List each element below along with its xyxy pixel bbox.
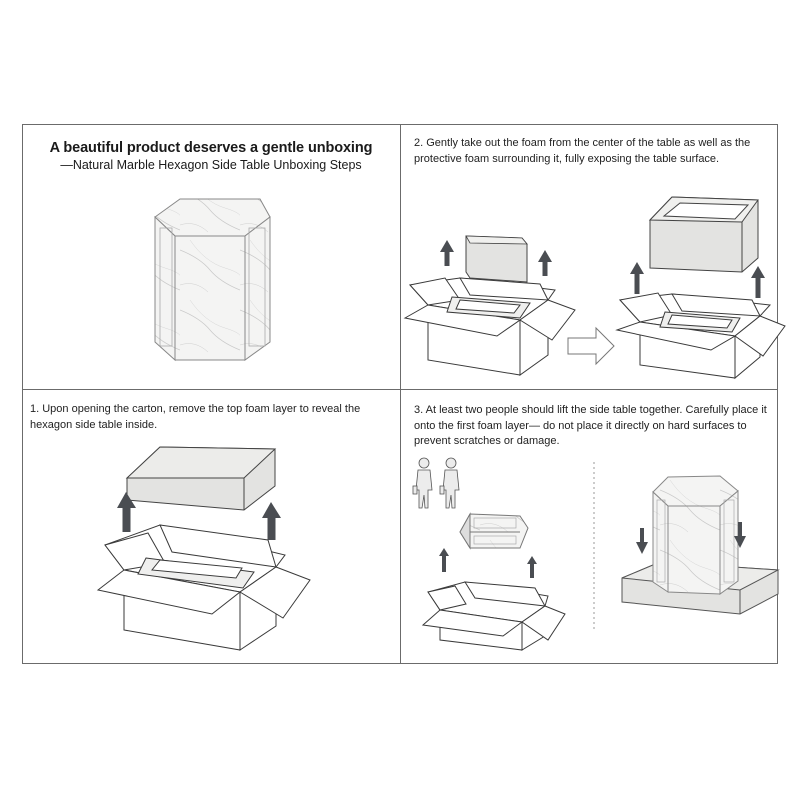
step1-carton-open — [96, 524, 311, 651]
step-3-text: 3. At least two people should lift the s… — [414, 404, 767, 447]
hexagon-table-illustration — [154, 198, 271, 362]
step2-next-arrow — [567, 326, 615, 366]
horizontal-divider — [22, 389, 778, 390]
step2-carton-exposed — [615, 292, 786, 380]
step1-top-foam — [125, 446, 277, 511]
step2-up-arrows-2 — [630, 262, 765, 298]
step-1-text: 1. Upon opening the carton, remove the t… — [30, 403, 361, 431]
step2-center-foam — [465, 235, 528, 283]
title-block: A beautiful product deserves a gentle un… — [22, 140, 400, 172]
step3-lifted-table — [459, 512, 529, 550]
page-subtitle: —Natural Marble Hexagon Side Table Unbox… — [60, 158, 362, 172]
step3-placed-table — [652, 475, 739, 595]
step2-up-arrows-1 — [440, 240, 552, 276]
two-people-icon — [412, 457, 460, 509]
step1-up-arrows — [117, 492, 281, 540]
vertical-divider — [400, 124, 401, 664]
step3-up-arrows — [439, 548, 537, 578]
page-title: A beautiful product deserves a gentle un… — [49, 140, 373, 156]
step-2-text: 2. Gently take out the foam from the cen… — [414, 137, 751, 165]
step3-carton-open — [421, 581, 566, 651]
step3-down-arrows — [636, 522, 746, 554]
step2-surrounding-foam — [648, 196, 759, 273]
step2-carton-open — [403, 277, 576, 376]
